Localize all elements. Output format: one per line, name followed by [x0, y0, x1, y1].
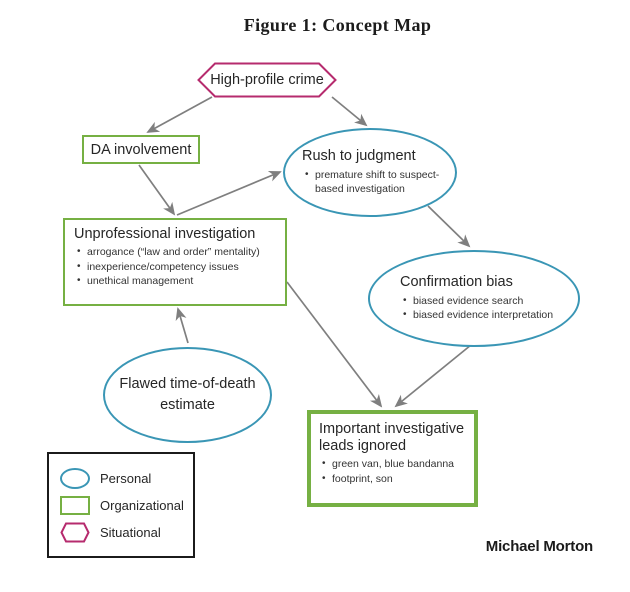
- arrow-flawed-estimate-to-unprofessional-investigation: [175, 307, 189, 344]
- bullet-item: green van, blue bandanna: [319, 457, 470, 471]
- node-da-involvement: DA involvement: [82, 135, 200, 164]
- arrow-high-profile-crime-to-da-involvement: [146, 96, 213, 133]
- node-label: Confirmation bias: [400, 274, 513, 291]
- ellipse-swatch-icon: [60, 467, 90, 489]
- legend-row-situational: Situational: [60, 522, 191, 543]
- node-label: Rush to judgment: [302, 148, 416, 165]
- node-confirmation-bias: Confirmation bias biased evidence search…: [368, 250, 580, 347]
- bullet-list: arrogance (“law and order” mentality) in…: [74, 245, 281, 288]
- node-label: Important investigative leads ignored: [319, 421, 465, 455]
- bullet-item: inexperience/competency issues: [74, 260, 281, 274]
- node-label: High-profile crime: [210, 72, 324, 88]
- figure-title: Figure 1: Concept Map: [243, 15, 432, 35]
- bullet-item: arrogance (“law and order” mentality): [74, 245, 281, 259]
- legend-row-personal: Personal: [60, 467, 191, 489]
- arrow-unprofessional-investigation-to-rush-to-judgment: [176, 170, 282, 216]
- bullet-item: footprint, son: [319, 472, 470, 486]
- legend-label: Organizational: [100, 497, 184, 513]
- bullet-item: premature shift to suspect-based investi…: [302, 168, 449, 197]
- bullet-list: biased evidence search biased evidence i…: [400, 294, 570, 323]
- legend-label: Personal: [100, 470, 152, 486]
- arrow-rush-to-judgment-to-confirmation-bias: [427, 205, 471, 248]
- legend: Personal Organizational Situational: [47, 452, 195, 558]
- node-label: Flawed time-of-death estimate: [119, 375, 256, 413]
- bullet-item: biased evidence interpretation: [400, 308, 570, 322]
- arrow-high-profile-crime-to-rush-to-judgment: [331, 96, 368, 127]
- node-unprofessional-investigation: Unprofessional investigation arrogance (…: [63, 218, 287, 306]
- node-label: DA involvement: [90, 141, 192, 158]
- arrow-unprofessional-investigation-to-important-leads: [286, 281, 383, 408]
- bullet-list: green van, blue bandanna footprint, son: [319, 457, 470, 486]
- bullet-list: premature shift to suspect-based investi…: [302, 168, 449, 197]
- arrow-confirmation-bias-to-important-leads: [394, 344, 472, 408]
- bullet-item: unethical management: [74, 274, 281, 288]
- node-rush-to-judgment: Rush to judgment premature shift to susp…: [283, 128, 457, 217]
- arrow-da-involvement-to-unprofessional-investigation: [138, 164, 176, 216]
- hexagon-shape: [197, 62, 337, 98]
- rectangle-swatch-icon: [60, 495, 90, 515]
- hexagon-swatch-icon: [60, 522, 90, 543]
- author-name: Michael Morton: [485, 538, 593, 555]
- node-flawed-time-of-death-estimate: Flawed time-of-death estimate: [103, 347, 272, 443]
- node-important-investigative-leads-ignored: Important investigative leads ignored gr…: [307, 410, 478, 507]
- bullet-item: biased evidence search: [400, 294, 570, 308]
- legend-row-organizational: Organizational: [60, 495, 191, 515]
- node-high-profile-crime: High-profile crime: [197, 62, 337, 98]
- legend-label: Situational: [100, 524, 161, 540]
- node-label: Unprofessional investigation: [74, 226, 256, 242]
